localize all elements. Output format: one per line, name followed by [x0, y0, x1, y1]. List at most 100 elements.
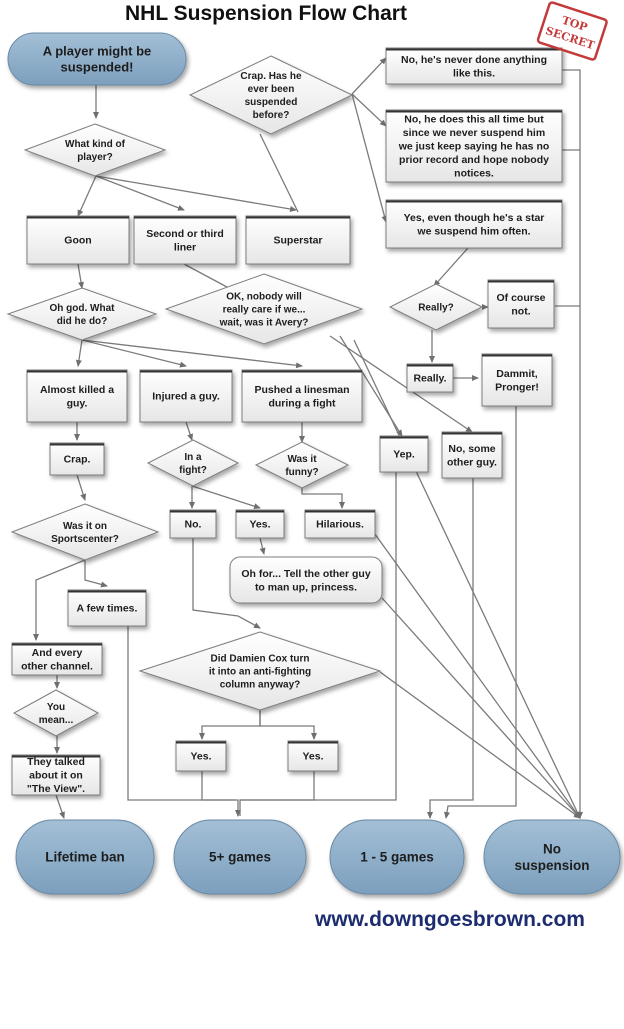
node-label-line: Really?: [418, 303, 454, 314]
node-label-line: wait, was it Avery?: [219, 318, 309, 329]
connector-arrow: [351, 93, 388, 223]
node-shape: [287, 740, 339, 772]
node-label-line: In a: [184, 452, 202, 463]
connector-arrow: [81, 339, 187, 368]
page-title: NHL Suspension Flow Chart: [125, 2, 407, 25]
node-label-line: Was it on: [63, 521, 107, 532]
node-label-line: really care if we...: [223, 305, 306, 316]
node-shape: [146, 439, 240, 487]
node-label-line: Crap. Has he: [240, 71, 302, 82]
node-t-1to5: 1 - 5 games: [329, 819, 465, 895]
node-shape: [385, 47, 563, 85]
node-shape: [49, 442, 105, 476]
node-label-line: Second or third: [146, 228, 224, 240]
node-q-sports: Was it on Sportscenter?: [10, 503, 160, 561]
connector-arrow: [77, 175, 97, 217]
node-label-line: OK, nobody will: [226, 292, 302, 303]
node-label-line: Oh for... Tell the other guy: [241, 568, 370, 580]
node-label-line: Hilarious.: [316, 519, 364, 531]
connector-arrow: [259, 537, 266, 555]
connector-arrow: [185, 421, 193, 441]
node-label-line: player?: [77, 152, 113, 163]
node-yes-a: Yes.: [175, 740, 227, 772]
node-label-line: suspended!: [61, 60, 134, 75]
node-label-line: What kind of: [65, 139, 126, 150]
connector-arrow: [240, 472, 397, 801]
node-shape: [406, 363, 454, 393]
node-shape: [481, 353, 553, 407]
node-label-line: Yes, even though he's a star: [404, 212, 545, 224]
node-label-line: liner: [174, 241, 196, 253]
node-t-lifetime: Lifetime ban: [15, 819, 155, 895]
node-label-line: Yes.: [302, 751, 323, 763]
node-label-line: Sportscenter?: [51, 534, 119, 545]
connector-lines: [33, 57, 583, 819]
node-label-line: column anyway?: [220, 680, 301, 691]
node-shape: [138, 631, 382, 711]
node-yep: Yep.: [379, 435, 429, 473]
node-label-line: notices.: [454, 168, 494, 180]
node-hilarious: Hilarious.: [304, 509, 376, 539]
connector-arrow: [55, 794, 65, 819]
connector-arrow: [562, 69, 583, 819]
node-shape: [175, 740, 227, 772]
connector-arrow: [201, 771, 241, 817]
node-yes1: Yes.: [235, 509, 285, 539]
node-label-line: Almost killed a: [40, 384, 114, 396]
node-label-line: Yes.: [249, 519, 270, 531]
node-label-line: 1 - 5 games: [360, 850, 434, 865]
connector-arrow: [381, 597, 581, 819]
node-label-line: "The View".: [27, 783, 85, 795]
node-shape: [241, 369, 363, 423]
connector-arrow: [371, 529, 581, 819]
node-label-line: And every: [32, 647, 83, 659]
node-q-care: OK, nobody will really care if we... wait,…: [164, 273, 364, 345]
footer-url-link[interactable]: www.downgoesbrown.com: [314, 908, 585, 931]
node-shape: [67, 589, 147, 627]
node-label-line: Goon: [64, 235, 91, 247]
node-shape: [11, 642, 103, 676]
node-shape: [15, 819, 155, 895]
node-label-line: Crap.: [64, 454, 91, 466]
node-label-line: Pronger!: [495, 381, 539, 393]
node-shape: [173, 819, 307, 895]
node-label-line: to man up, princess.: [255, 581, 357, 593]
node-few-times: A few times.: [67, 589, 147, 627]
node-label-line: we suspend him often.: [416, 225, 530, 237]
node-label-line: funny?: [285, 467, 318, 478]
node-label-line: A player might be: [43, 44, 152, 59]
node-label-line: prior record and hope nobody: [399, 154, 549, 166]
node-label-line: They talked: [27, 756, 85, 768]
node-shape: [388, 283, 484, 331]
connector-arrow: [259, 710, 317, 740]
node-shape: [7, 32, 187, 86]
node-label-line: since we never suspend him: [403, 127, 545, 139]
node-label-line: 5+ games: [209, 850, 271, 865]
node-q-player: What kind of player?: [23, 123, 167, 177]
node-shape: [329, 819, 465, 895]
node-yes-b: Yes.: [287, 740, 339, 772]
node-label-line: we just keep saying he has no: [398, 141, 550, 153]
connector-arrow: [301, 488, 345, 509]
node-label-line: No, some: [448, 443, 495, 455]
node-label-line: Was it: [287, 454, 317, 465]
node-shape: [26, 369, 128, 423]
connector-arrow: [95, 175, 297, 212]
node-a-really: Really.: [406, 363, 454, 393]
node-shape: [139, 369, 233, 423]
node-label-line: Yes.: [190, 751, 211, 763]
node-label-line: Of course: [496, 292, 545, 304]
node-shape: [6, 287, 158, 341]
